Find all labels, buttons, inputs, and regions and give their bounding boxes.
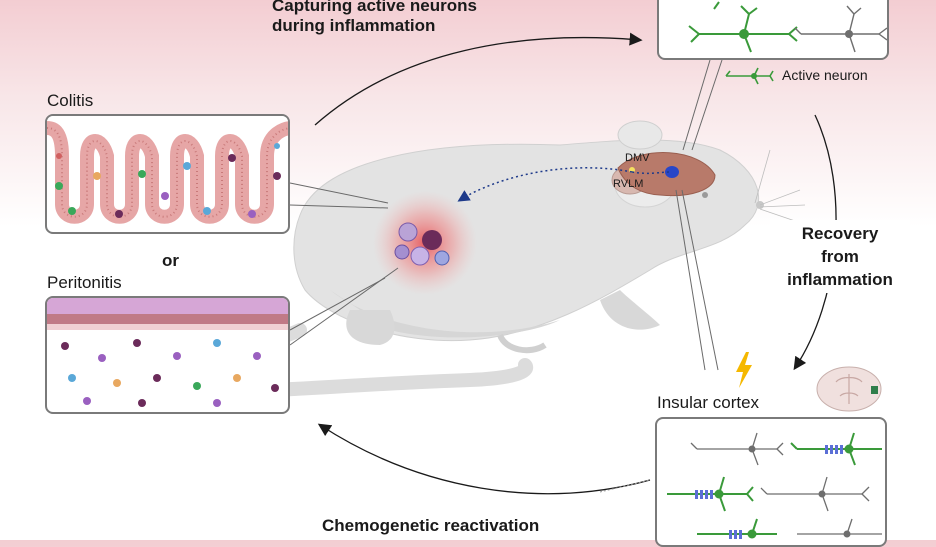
- bottom-arrow: [317, 423, 651, 495]
- neuron-icon: [725, 67, 774, 85]
- neuron-icon: [688, 1, 798, 53]
- insular-cortex-label: Insular cortex: [657, 393, 760, 412]
- colitis-panel: [45, 114, 290, 234]
- bottom-arrow-label: Chemogenetic reactivation: [322, 516, 540, 535]
- active-neurons-panel: [657, 0, 889, 60]
- lightning-icon: [736, 352, 752, 388]
- peritonitis-panel: [45, 296, 290, 414]
- peritonitis-label: Peritonitis: [47, 273, 122, 292]
- colitis-label: Colitis: [47, 91, 94, 110]
- top-arrow-label: Capturing active neurons during inflamma…: [272, 0, 477, 35]
- active-neuron-legend-label: Active neuron: [782, 67, 868, 83]
- rvlm-label: RVLM: [613, 178, 644, 190]
- dmv-label: DMV: [625, 152, 650, 164]
- top-arrow: [314, 32, 643, 126]
- insular-cortex-panel: [655, 417, 887, 547]
- brain-slice-icon: [816, 366, 882, 412]
- or-label: or: [162, 251, 179, 270]
- recovery-label: Recovery from inflammation: [770, 220, 910, 293]
